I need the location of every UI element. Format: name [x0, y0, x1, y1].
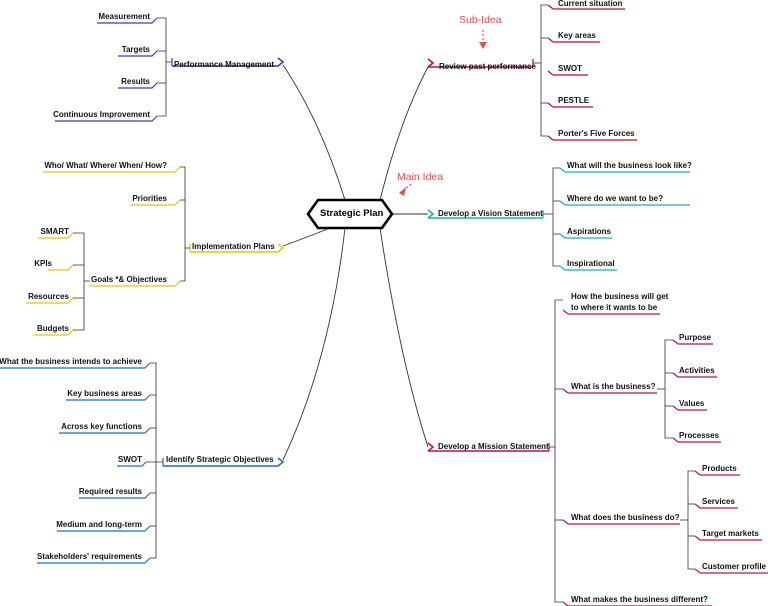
- vision-statement-node[interactable]: Develop a Vision Statement: [438, 209, 543, 218]
- implementation-branch-lines: [26, 166, 285, 336]
- business-look-like-node[interactable]: What will the business look like?: [567, 161, 692, 170]
- porters-five-forces-node[interactable]: Porter's Five Forces: [558, 129, 635, 138]
- target-markets-node[interactable]: Target markets: [702, 529, 759, 538]
- what-does-business-do-node[interactable]: What does the business do?: [571, 513, 680, 522]
- results-node[interactable]: Results: [121, 77, 150, 86]
- mission-brackets: [549, 299, 695, 603]
- performance-management-node[interactable]: Performance Management: [174, 60, 275, 69]
- key-business-areas-node[interactable]: Key business areas: [67, 389, 142, 398]
- customer-profile-node[interactable]: Customer profile: [702, 562, 767, 571]
- inspirational-node[interactable]: Inspirational: [567, 259, 615, 268]
- current-situation-node[interactable]: Current situation: [558, 0, 623, 8]
- who-what-where-node[interactable]: Who/ What/ Where/ When/ How?: [44, 161, 167, 170]
- implementation-brackets: [73, 166, 190, 331]
- objectives-branch-lines: [0, 362, 285, 564]
- services-node[interactable]: Services: [702, 497, 735, 506]
- resources-node[interactable]: Resources: [28, 292, 69, 301]
- values-node[interactable]: Values: [679, 399, 705, 408]
- swot-objectives-node[interactable]: SWOT: [118, 455, 142, 464]
- purpose-node[interactable]: Purpose: [679, 333, 712, 342]
- medium-long-term-node[interactable]: Medium and long-term: [56, 520, 142, 529]
- review-past-performance-node[interactable]: Review past performance: [439, 62, 536, 71]
- intends-to-achieve-node[interactable]: What the business intends to achieve: [0, 357, 142, 366]
- vision-brackets: [543, 167, 560, 267]
- vision-branch-lines: [427, 167, 690, 271]
- implementation-plans-node[interactable]: Implementation Plans: [192, 242, 275, 251]
- targets-node[interactable]: Targets: [121, 45, 150, 54]
- key-areas-node[interactable]: Key areas: [558, 31, 596, 40]
- arrow-head: [399, 187, 406, 196]
- processes-node[interactable]: Processes: [679, 431, 720, 440]
- swot-review-node[interactable]: SWOT: [558, 64, 582, 73]
- how-business-will-get-line2[interactable]: to where it wants to be: [571, 303, 658, 312]
- priorities-node[interactable]: Priorities: [132, 194, 167, 203]
- what-is-business-node[interactable]: What is the business?: [571, 382, 656, 391]
- sub-idea-annotation: Sub-Idea: [459, 14, 502, 26]
- required-results-node[interactable]: Required results: [78, 487, 142, 496]
- center-node-label: Strategic Plan: [320, 208, 384, 219]
- aspirations-node[interactable]: Aspirations: [567, 227, 612, 236]
- review-brackets: [533, 4, 548, 137]
- main-idea-annotation: Main Idea: [397, 171, 444, 183]
- goals-objectives-node[interactable]: Goals *& Objectives: [90, 275, 167, 284]
- center-node-shape[interactable]: [306, 198, 394, 230]
- continuous-improvement-node[interactable]: Continuous Improvement: [53, 110, 150, 119]
- pestle-node[interactable]: PESTLE: [558, 96, 590, 105]
- kpis-node[interactable]: KPIs: [34, 259, 52, 268]
- arrow-head: [479, 42, 487, 49]
- what-makes-different-node[interactable]: What makes the business different?: [571, 595, 708, 604]
- performance-branch-lines: [55, 17, 285, 122]
- across-key-functions-node[interactable]: Across key functions: [61, 422, 142, 431]
- smart-node[interactable]: SMART: [40, 227, 69, 236]
- products-node[interactable]: Products: [702, 464, 737, 473]
- objectives-brackets: [146, 362, 163, 559]
- main-connectors: [282, 64, 429, 461]
- performance-brackets: [157, 17, 172, 117]
- mission-branch-lines: [427, 309, 768, 606]
- strategic-objectives-node[interactable]: Identify Strategic Objectives: [166, 455, 274, 464]
- activities-node[interactable]: Activities: [679, 366, 715, 375]
- how-business-will-get-line1[interactable]: How the business will get: [571, 292, 669, 301]
- where-want-to-be-node[interactable]: Where do we want to be?: [567, 194, 664, 203]
- budgets-node[interactable]: Budgets: [37, 324, 69, 333]
- mission-statement-node[interactable]: Develop a Mission Statement: [438, 442, 549, 451]
- review-branch-lines: [427, 4, 637, 141]
- stakeholders-requirements-node[interactable]: Stakeholders' requirements: [36, 552, 142, 561]
- measurement-node[interactable]: Measurement: [98, 12, 150, 21]
- annotation-arrows: [403, 30, 484, 191]
